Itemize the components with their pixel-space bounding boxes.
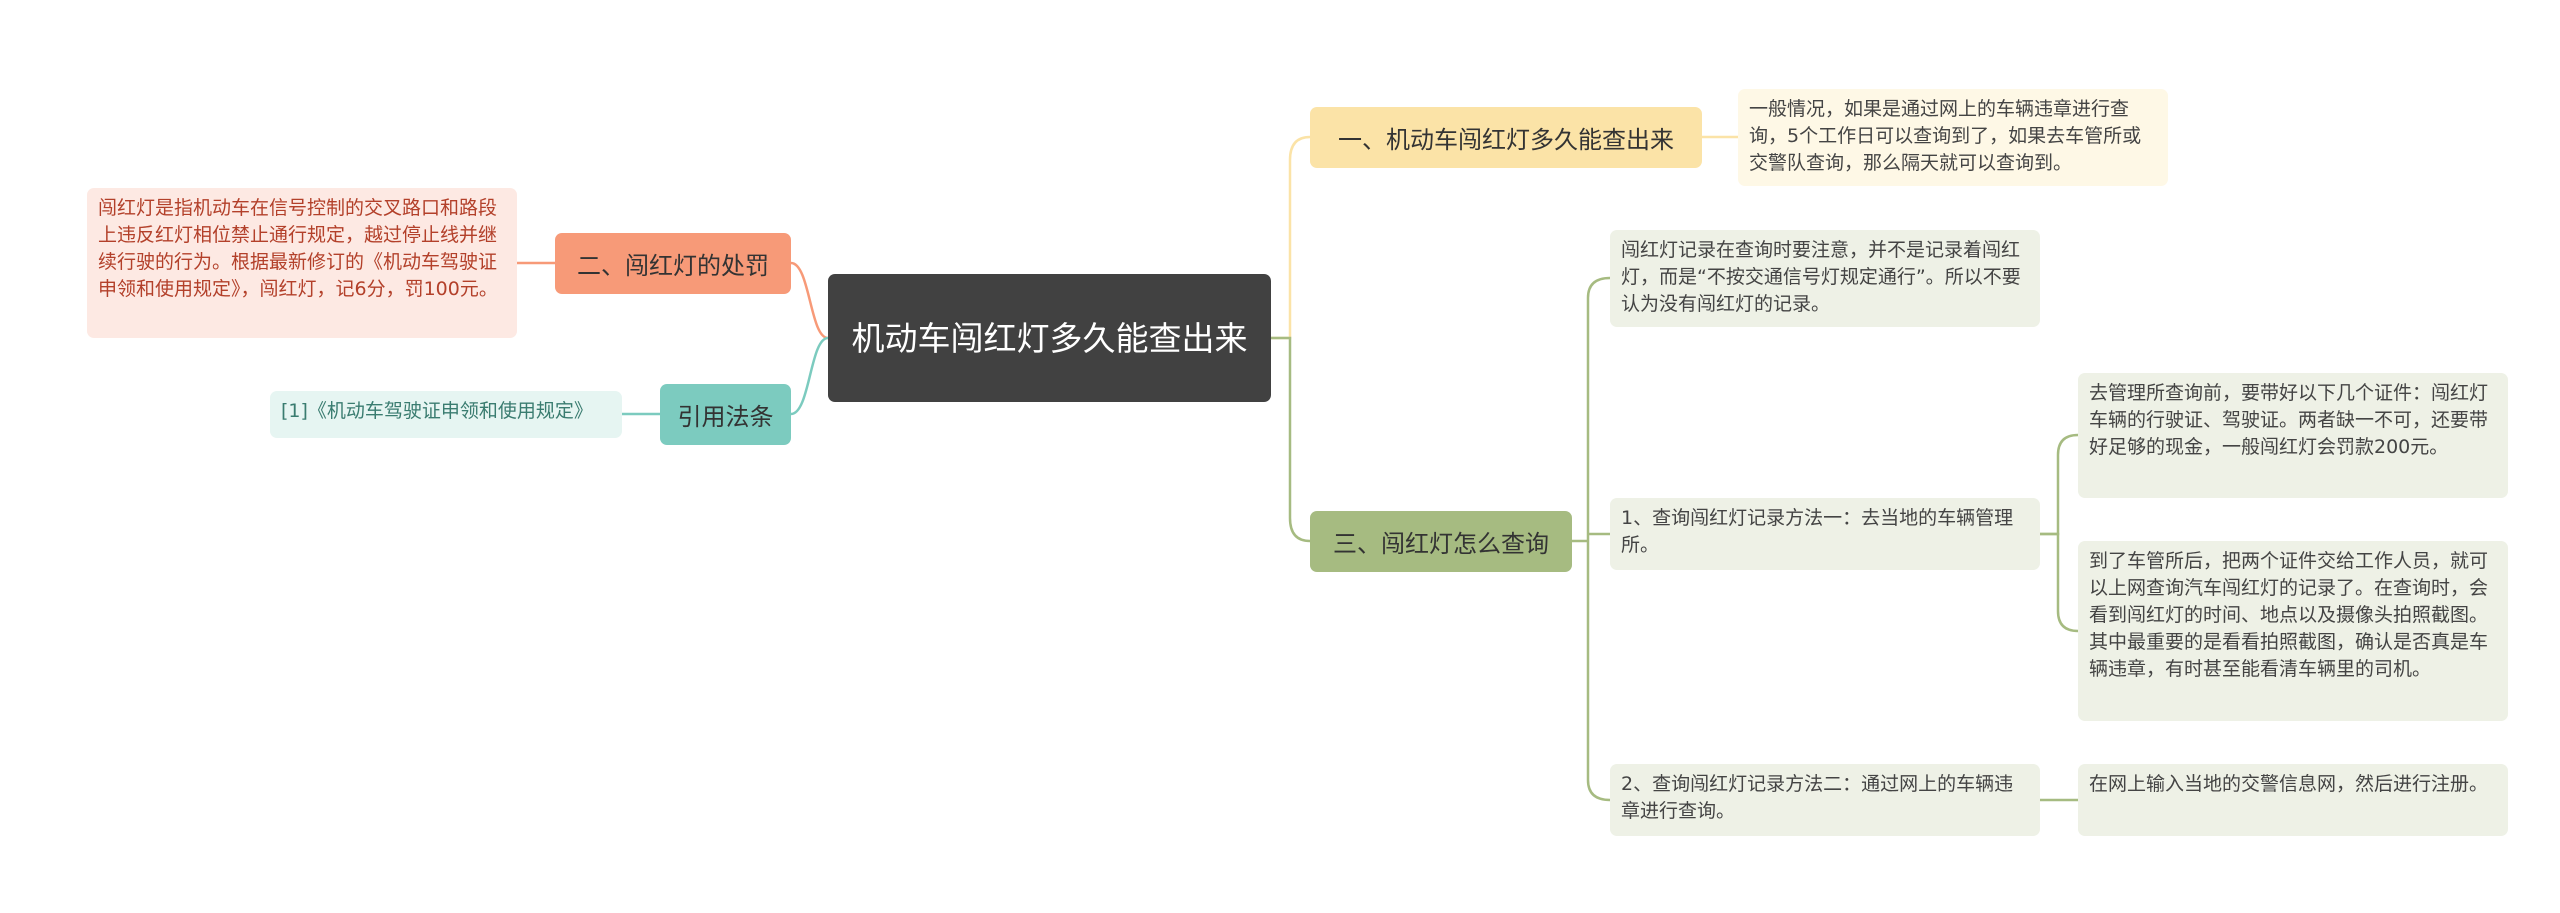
leaf-law-ref-text: [1]《机动车驾驶证申领和使用规定》 (281, 400, 593, 422)
root-topic[interactable]: 机动车闯红灯多久能查出来 (828, 274, 1271, 402)
leaf-query-note[interactable]: 闯红灯记录在查询时要注意，并不是记录着闯红灯，而是“不按交通信号灯规定通行”。所… (1610, 230, 2040, 327)
leaf-method1-text: 1、查询闯红灯记录方法一：去当地的车辆管理所。 (1621, 507, 2014, 556)
leaf-method1-a-text: 去管理所查询前，要带好以下几个证件：闯红灯车辆的行驶证、驾驶证。两者缺一不可，还… (2089, 382, 2489, 458)
link-m1-b (2040, 532, 2079, 633)
branch-howquery-label: 三、闯红灯怎么查询 (1333, 530, 1549, 558)
leaf-method1-b-text: 到了车管所后，把两个证件交给工作人员，就可以上网查询汽车闯红灯的记录了。在查询时… (2089, 550, 2489, 680)
link-howquery-note (1586, 276, 1611, 541)
leaf-method1-a[interactable]: 去管理所查询前，要带好以下几个证件：闯红灯车辆的行驶证、驾驶证。两者缺一不可，还… (2078, 373, 2508, 498)
leaf-method2-a[interactable]: 在网上输入当地的交警信息网，然后进行注册。 (2078, 764, 2508, 836)
branch-howlong-label: 一、机动车闯红灯多久能查出来 (1338, 126, 1674, 154)
link-root-howquery (1271, 336, 1311, 543)
leaf-method1[interactable]: 1、查询闯红灯记录方法一：去当地的车辆管理所。 (1610, 498, 2040, 570)
branch-howquery[interactable]: 三、闯红灯怎么查询 (1310, 511, 1572, 572)
link-root-law (790, 336, 829, 416)
leaf-method2[interactable]: 2、查询闯红灯记录方法二：通过网上的车辆违章进行查询。 (1610, 764, 2040, 836)
branch-howlong[interactable]: 一、机动车闯红灯多久能查出来 (1310, 107, 1702, 168)
leaf-method1-b[interactable]: 到了车管所后，把两个证件交给工作人员，就可以上网查询汽车闯红灯的记录了。在查询时… (2078, 541, 2508, 721)
link-m1-a (2040, 433, 2079, 536)
leaf-penalty-detail[interactable]: 闯红灯是指机动车在信号控制的交叉路口和路段上违反红灯相位禁止通行规定，越过停止线… (87, 188, 517, 338)
branch-law[interactable]: 引用法条 (660, 384, 791, 445)
link-root-penalty (790, 261, 829, 340)
link-howquery-m2 (1586, 541, 1611, 802)
leaf-method2-a-text: 在网上输入当地的交警信息网，然后进行注册。 (2089, 773, 2489, 795)
branch-penalty[interactable]: 二、闯红灯的处罚 (555, 233, 791, 294)
leaf-law-ref[interactable]: [1]《机动车驾驶证申领和使用规定》 (270, 391, 622, 438)
leaf-method2-text: 2、查询闯红灯记录方法二：通过网上的车辆违章进行查询。 (1621, 773, 2014, 822)
branch-penalty-label: 二、闯红灯的处罚 (577, 252, 769, 280)
leaf-penalty-detail-text: 闯红灯是指机动车在信号控制的交叉路口和路段上违反红灯相位禁止通行规定，越过停止线… (98, 197, 498, 300)
leaf-howlong-detail[interactable]: 一般情况，如果是通过网上的车辆违章进行查询，5个工作日可以查询到了，如果去车管所… (1738, 89, 2168, 186)
branch-law-label: 引用法条 (677, 403, 774, 431)
leaf-query-note-text: 闯红灯记录在查询时要注意，并不是记录着闯红灯，而是“不按交通信号灯规定通行”。所… (1621, 239, 2021, 315)
leaf-howlong-detail-text: 一般情况，如果是通过网上的车辆违章进行查询，5个工作日可以查询到了，如果去车管所… (1749, 98, 2142, 174)
root-topic-label: 机动车闯红灯多久能查出来 (851, 318, 1248, 358)
link-root-howlong (1271, 135, 1311, 340)
